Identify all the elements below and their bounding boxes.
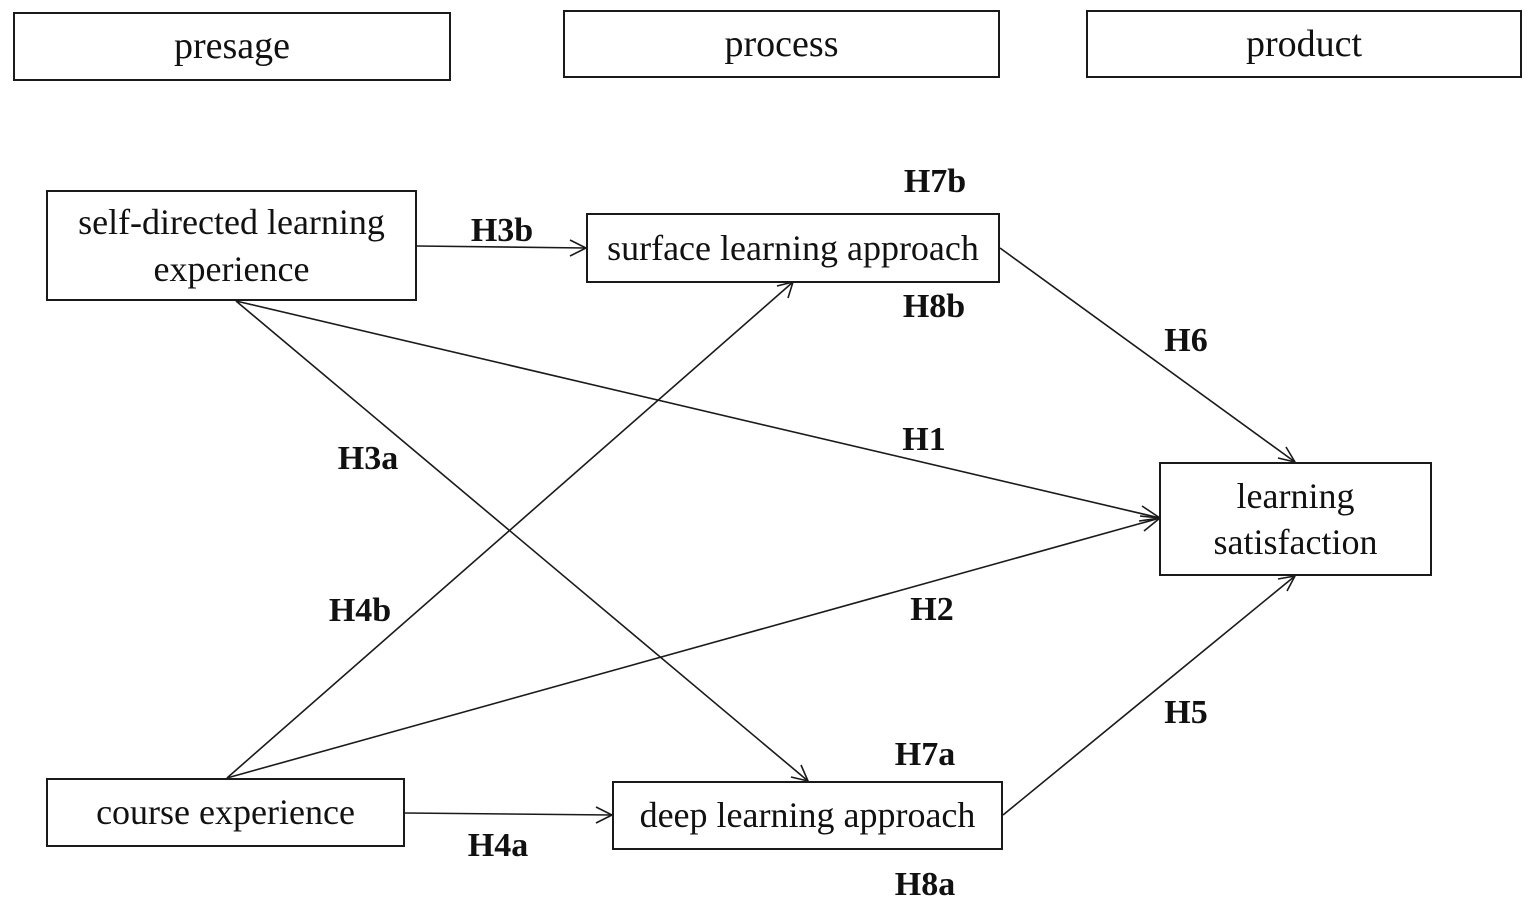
stage-process: process bbox=[563, 10, 1000, 78]
label-h3a: H3a bbox=[337, 440, 399, 477]
node-satisfaction-line2: satisfaction bbox=[1213, 522, 1378, 562]
label-h6: H6 bbox=[1164, 322, 1208, 359]
node-course-line1: course experience bbox=[96, 792, 355, 833]
node-surface-learning-approach: surface learning approach bbox=[586, 213, 1000, 283]
arrow-h6 bbox=[999, 247, 1296, 463]
node-self-directed-line2: experience bbox=[153, 248, 310, 289]
stage-process-label: process bbox=[724, 22, 839, 65]
arrow-h1 bbox=[235, 300, 1161, 519]
label-h1: H1 bbox=[902, 421, 946, 458]
node-surface-line1: surface learning approach bbox=[607, 227, 979, 268]
label-h7b: H7b bbox=[903, 163, 967, 200]
label-h8a: H8a bbox=[894, 866, 956, 903]
label-h3b: H3b bbox=[470, 212, 534, 249]
arrowhead-h5 bbox=[1277, 574, 1297, 592]
label-h8b: H8b bbox=[902, 288, 966, 325]
node-learning-satisfaction: learning satisfaction bbox=[1159, 462, 1432, 576]
arrow-h4b bbox=[226, 281, 794, 779]
node-self-directed-learning-experience: self-directed learning experience bbox=[46, 190, 417, 301]
node-self-directed-line1: self-directed learning bbox=[78, 202, 385, 243]
arrow-h3a bbox=[235, 300, 809, 782]
label-h4b: H4b bbox=[328, 592, 392, 629]
stage-product: product bbox=[1086, 10, 1522, 78]
stage-presage: presage bbox=[13, 12, 451, 81]
stage-product-label: product bbox=[1245, 22, 1363, 65]
label-h4a: H4a bbox=[467, 827, 529, 864]
arrow-h3b bbox=[416, 245, 587, 249]
label-h5: H5 bbox=[1164, 694, 1208, 731]
arrow-h2 bbox=[226, 517, 1161, 779]
label-h7a: H7a bbox=[894, 736, 956, 773]
node-course-experience: course experience bbox=[46, 778, 405, 847]
label-h2: H2 bbox=[910, 591, 954, 628]
arrow-h4a bbox=[404, 812, 613, 816]
stage-presage-label: presage bbox=[173, 25, 291, 68]
node-deep-learning-approach: deep learning approach bbox=[612, 781, 1003, 850]
node-satisfaction-line1: learning bbox=[1236, 475, 1355, 516]
node-deep-line1: deep learning approach bbox=[639, 795, 976, 836]
arrow-h5 bbox=[1002, 575, 1296, 816]
